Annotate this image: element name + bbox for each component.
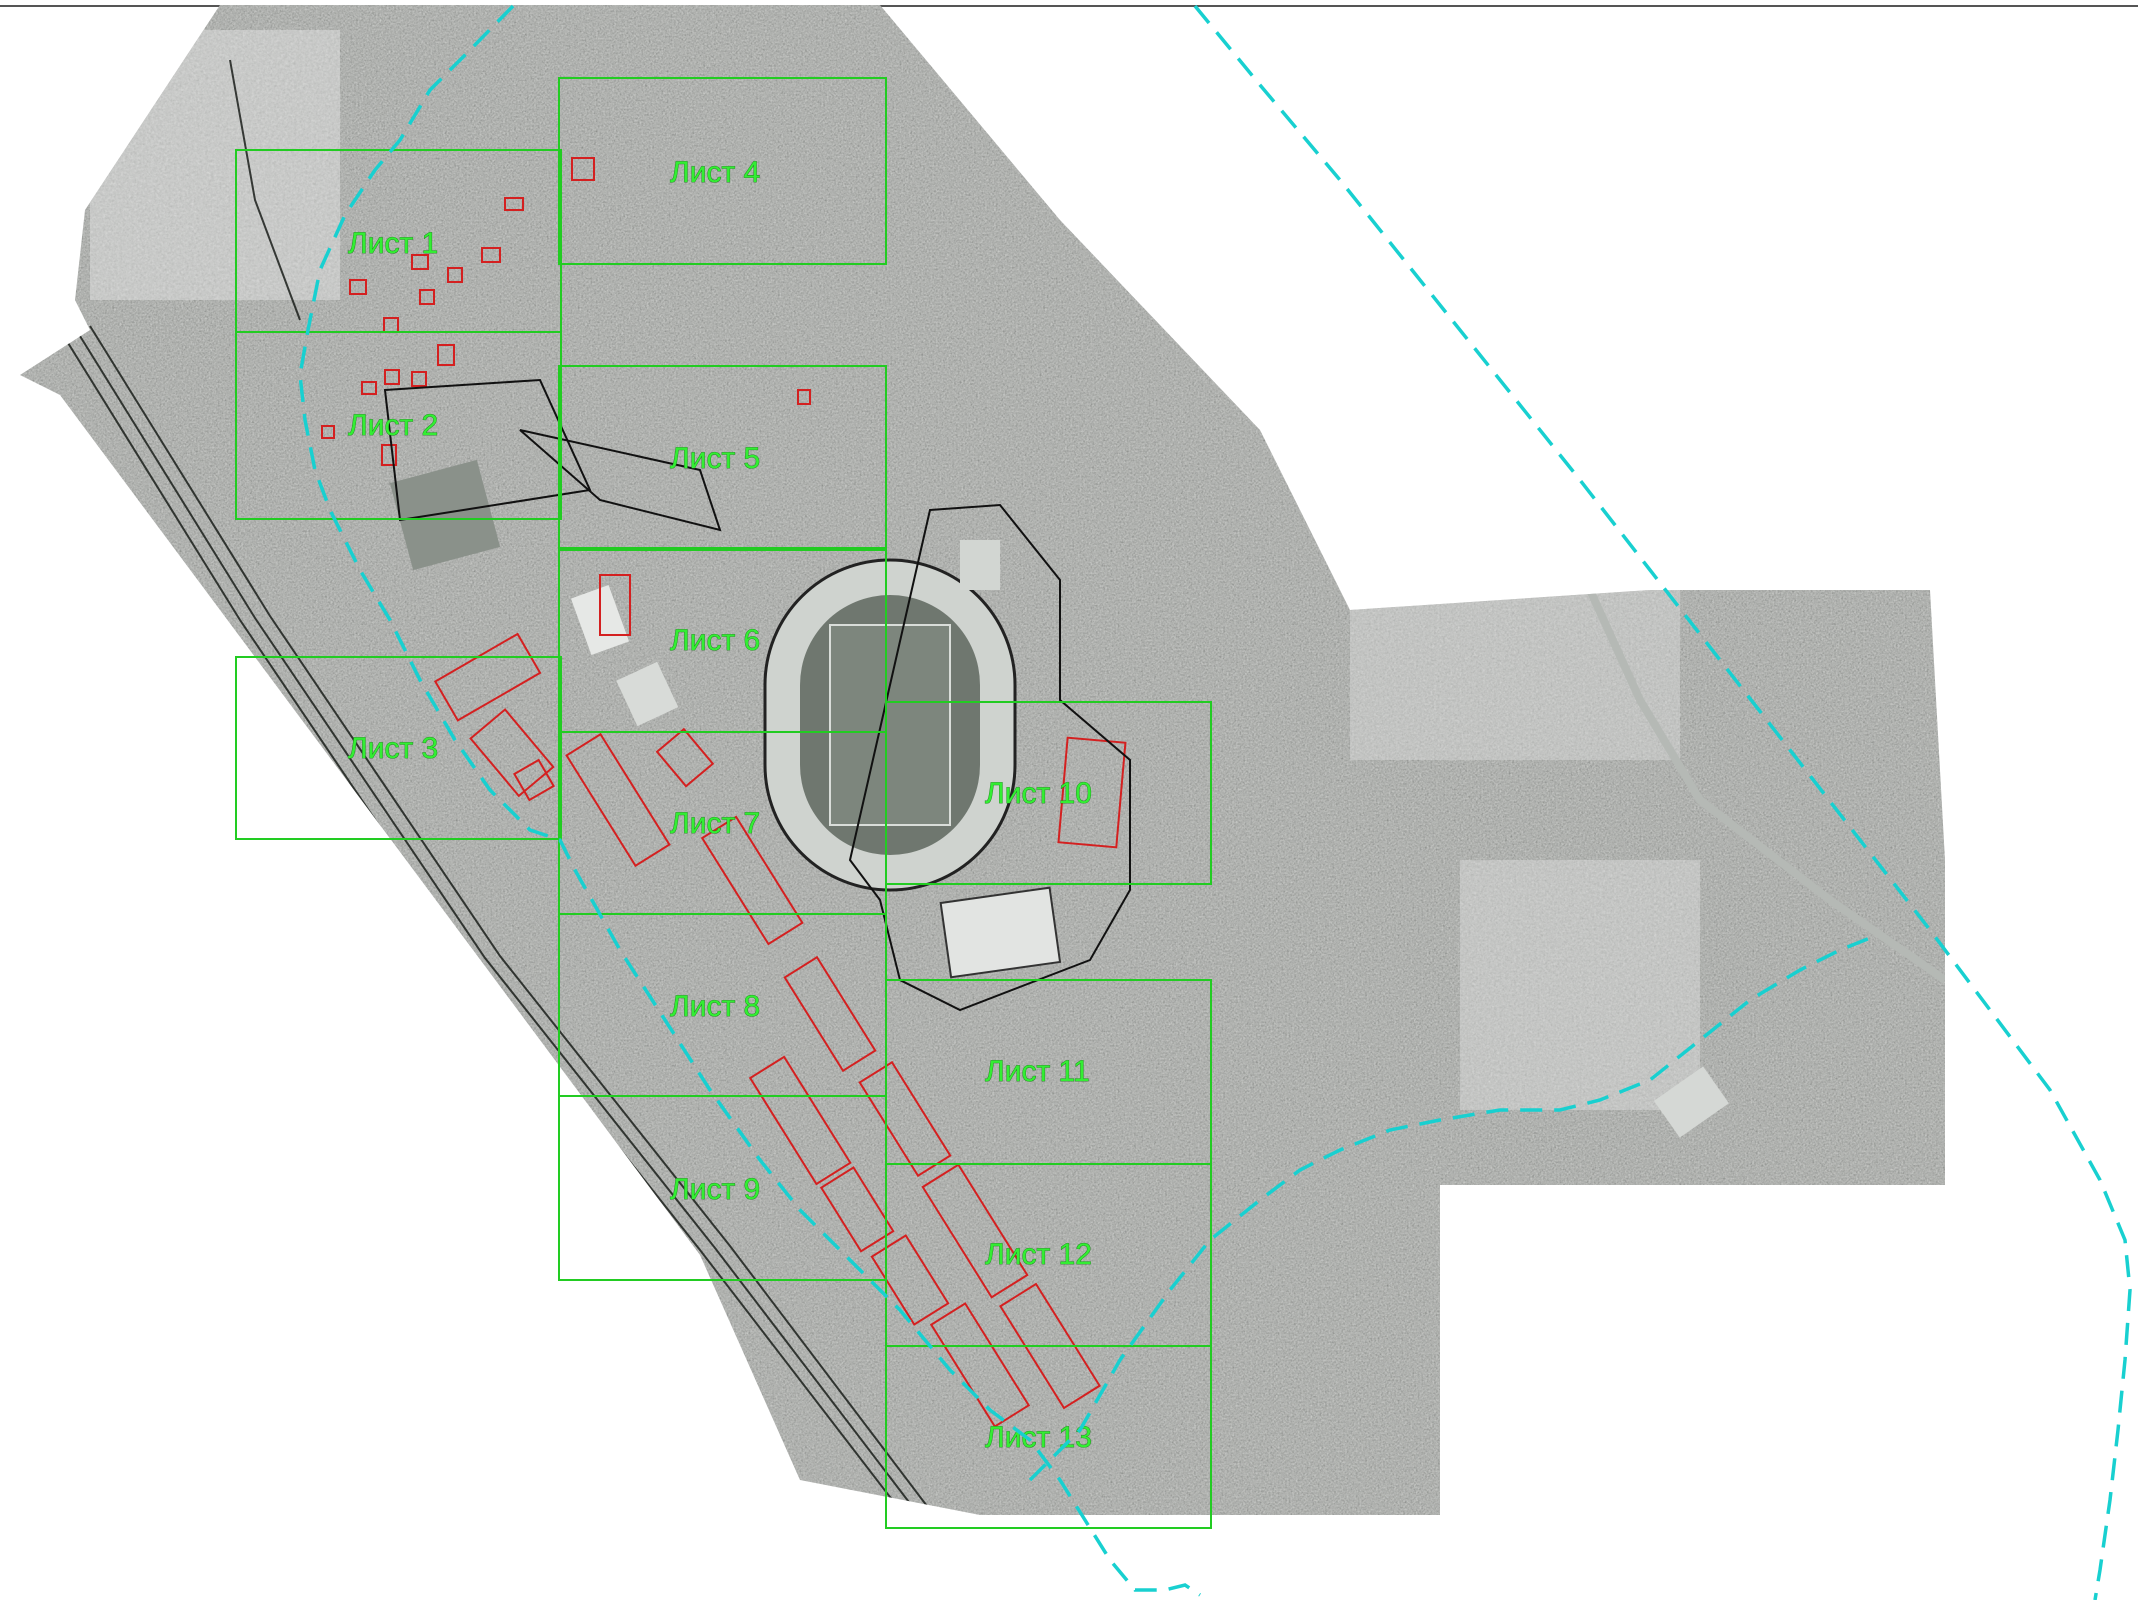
- building-outline: [384, 369, 400, 385]
- sheet-label-3: Лист 3: [348, 732, 438, 765]
- sheet-label-10: Лист 10: [985, 777, 1092, 810]
- sheet-label-8: Лист 8: [670, 990, 760, 1023]
- road: [1586, 588, 1945, 984]
- building-outline: [469, 708, 555, 798]
- building-outline: [797, 389, 811, 405]
- sports-hall: [939, 886, 1062, 979]
- clearing-area: [1350, 590, 1680, 760]
- park-clearing: [1460, 860, 1700, 1110]
- sheet-frame-5: [558, 365, 887, 551]
- sheet-label-11: Лист 11: [985, 1055, 1090, 1088]
- building-outline: [999, 1282, 1101, 1410]
- sheet-label-1: Лист 1: [348, 227, 438, 260]
- building-outline: [858, 1060, 952, 1178]
- stadium: [763, 558, 1017, 892]
- building-outline: [1057, 736, 1127, 849]
- building-outline: [819, 1166, 895, 1253]
- sheet-label-7: Лист 7: [670, 807, 760, 840]
- building-outline: [437, 344, 455, 366]
- building-outline: [504, 197, 524, 211]
- parcel-outlines: [383, 378, 1131, 1012]
- sheet-frames: [235, 77, 1212, 1529]
- sheet-frame-3: [235, 656, 562, 840]
- boundary-line-east: [1193, 4, 2132, 1600]
- sheet-label-5: Лист 5: [670, 442, 760, 475]
- building-outline: [599, 574, 631, 636]
- boundary-lines: [298, 4, 2132, 1600]
- boundary-line-south: [1028, 936, 1871, 1482]
- building-outline: [321, 425, 335, 439]
- building-outline: [411, 371, 427, 387]
- building-roof: [960, 540, 1000, 590]
- building-outline: [870, 1234, 950, 1326]
- building-outline: [381, 444, 397, 466]
- sheet-label-2: Лист 2: [348, 409, 438, 442]
- building-outline: [411, 254, 429, 270]
- building-outline: [783, 955, 877, 1073]
- building-outlines: [321, 157, 1127, 1428]
- building-roof: [1653, 1066, 1729, 1138]
- sheet-label-12: Лист 12: [985, 1238, 1092, 1271]
- building-outline: [419, 289, 435, 305]
- building-outline: [748, 1055, 852, 1186]
- building-outline: [565, 732, 671, 868]
- sheet-frame-4: [558, 77, 887, 265]
- sheet-frame-13: [885, 1345, 1212, 1529]
- field: [389, 459, 501, 571]
- building-outline: [700, 815, 804, 946]
- building-outline: [513, 758, 555, 802]
- building-outline: [361, 381, 377, 395]
- sheet-label-4: Лист 4: [670, 156, 760, 189]
- boundary-line-west: [298, 4, 1201, 1597]
- sheet-labels: Лист 1 Лист 2 Лист 3 Лист 4 Лист 5 Лист …: [348, 156, 1093, 1455]
- building-outline: [447, 267, 463, 283]
- sheet-label-6: Лист 6: [670, 624, 760, 657]
- building-outline: [349, 279, 367, 295]
- building-outline: [929, 1302, 1031, 1428]
- sheet-label-13: Лист 13: [985, 1421, 1092, 1454]
- building-outline: [571, 157, 595, 181]
- building-outline: [481, 247, 501, 263]
- sheet-label-9: Лист 9: [670, 1173, 760, 1206]
- building-roof: [616, 661, 679, 727]
- building-outline: [921, 1163, 1029, 1299]
- building-outline: [655, 727, 715, 788]
- sheet-frame-10: [885, 701, 1212, 885]
